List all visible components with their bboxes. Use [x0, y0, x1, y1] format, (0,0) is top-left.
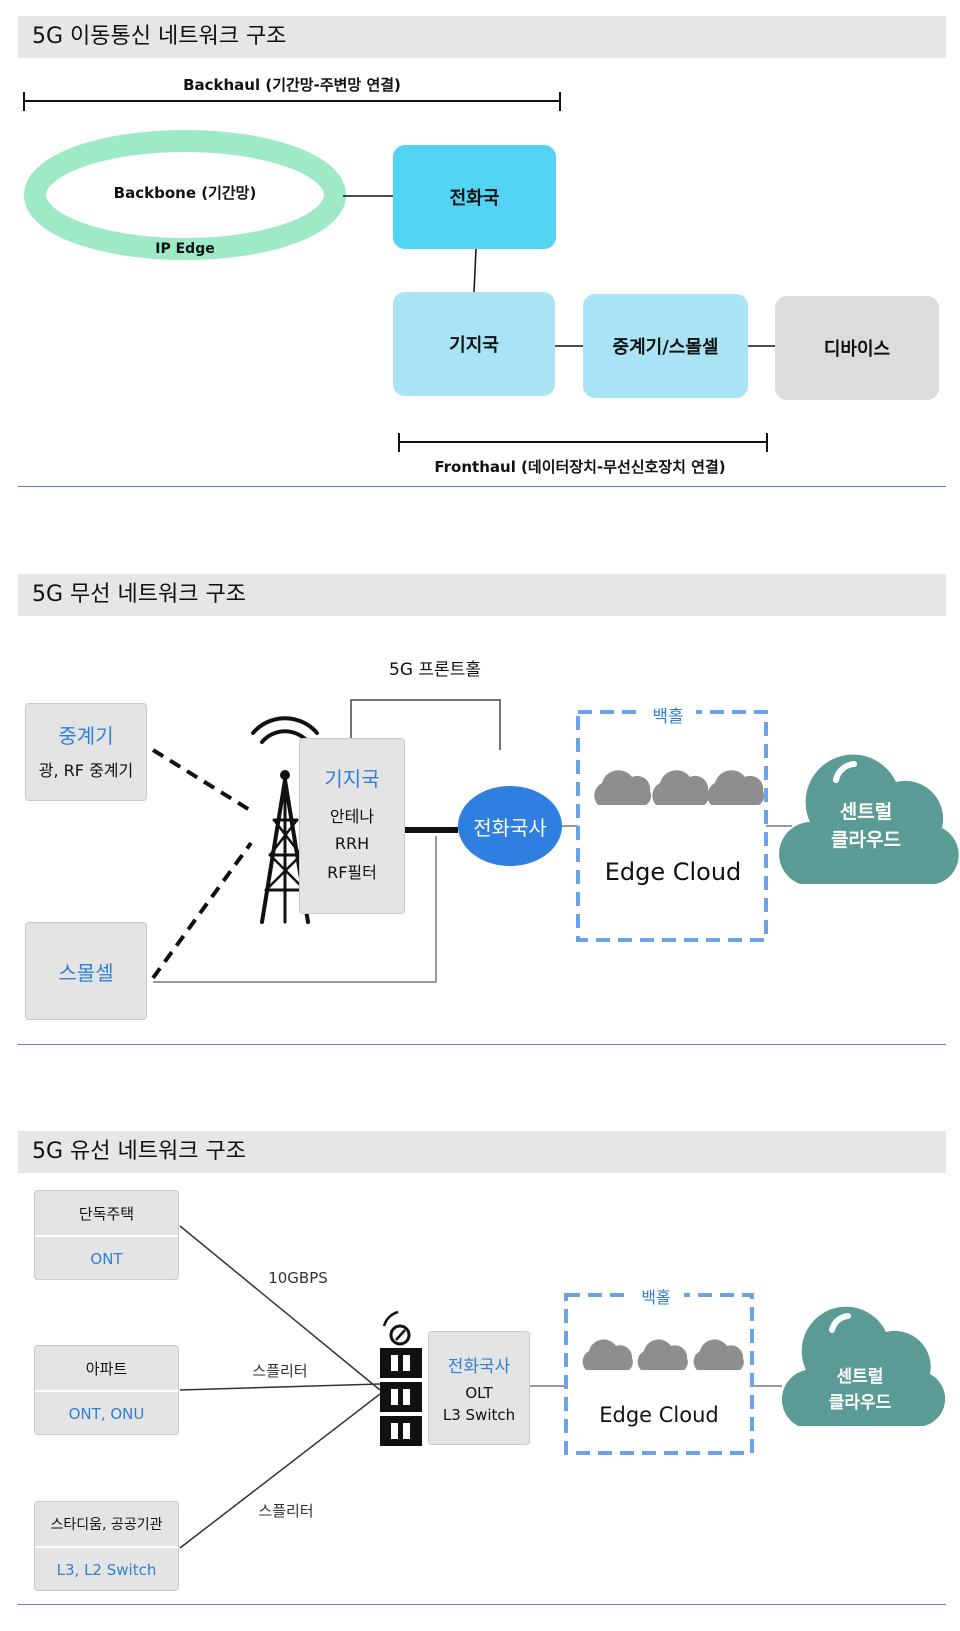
edge-cloud-icons-2	[594, 770, 765, 805]
base-station-line-antenna: 안테나	[329, 807, 375, 826]
home-panel-apartment: 아파트 ONT, ONU	[34, 1345, 179, 1435]
cell-tower-icon	[251, 716, 319, 924]
base-station-title: 기지국	[324, 766, 380, 791]
backhaul-label-3: 백홀	[641, 1288, 671, 1307]
home-panel-stadium: 스타디움, 공공기관 L3, L2 Switch	[34, 1501, 179, 1591]
base-station-node: 기지국	[393, 292, 555, 396]
central-cloud-line1-2: 센트럴	[839, 800, 893, 823]
smallcell-panel: 스몰셀	[25, 922, 147, 1020]
base-station-line-rrh: RRH	[334, 833, 370, 853]
home-sub-apartment: ONT, ONU	[68, 1405, 145, 1423]
section1-divider	[18, 486, 946, 487]
section1-header: 5G 이동통신 네트워크 구조	[18, 16, 946, 58]
central-office-node: 전화국	[393, 145, 556, 249]
smallcell-title: 스몰셀	[58, 960, 114, 985]
splitter-label-2: 스플리터	[258, 1501, 314, 1520]
office-line-olt: OLT	[465, 1384, 493, 1402]
home-panel-house: 단독주택 ONT	[34, 1190, 179, 1280]
section3-divider	[18, 1604, 946, 1605]
home-title-apartment: 아파트	[35, 1346, 178, 1392]
central-cloud-icon-2	[779, 754, 959, 884]
repeater-smallcell-node: 중계기/스몰셀	[583, 294, 748, 398]
central-cloud-line2-2: 클라우드	[831, 828, 901, 851]
central-office-circle: 전화국사	[458, 786, 562, 866]
base-station-panel: 기지국 안테나 RRH RF필터	[299, 738, 405, 914]
device-node: 디바이스	[775, 296, 939, 400]
splitter-label-1: 스플리터	[252, 1361, 308, 1380]
central-cloud-line2-3: 클라우드	[828, 1392, 892, 1413]
repeater-sub: 광, RF 중계기	[38, 761, 134, 780]
home-title-house: 단독주택	[35, 1191, 178, 1237]
server-rack-icon	[380, 1310, 422, 1446]
office-panel: 전화국사 OLT L3 Switch	[428, 1331, 530, 1445]
office-line-l3: L3 Switch	[442, 1406, 516, 1424]
speed-label: 10GBPS	[268, 1269, 328, 1287]
section2-divider	[18, 1044, 946, 1045]
section3-header: 5G 유선 네트워크 구조	[18, 1131, 946, 1173]
edge-cloud-label-3: Edge Cloud	[599, 1403, 719, 1427]
base-station-line-rf-filter: RF필터	[327, 863, 377, 882]
office-title: 전화국사	[447, 1356, 511, 1377]
home-title-stadium: 스타디움, 공공기관	[35, 1502, 178, 1548]
repeater-title: 중계기	[58, 723, 114, 748]
repeater-panel: 중계기 광, RF 중계기	[25, 703, 147, 801]
central-cloud-line1-3: 센트럴	[836, 1366, 884, 1387]
section2-header: 5G 무선 네트워크 구조	[18, 574, 946, 616]
home-sub-house: ONT	[90, 1250, 123, 1268]
backhaul-label: Backhaul (기간망-주변망 연결)	[183, 75, 401, 94]
backhaul-label-2: 백홀	[652, 706, 684, 727]
edge-cloud-label-2: Edge Cloud	[604, 858, 742, 886]
fronthaul-5g-label: 5G 프론트홀	[389, 659, 481, 680]
ip-edge-label: IP Edge	[155, 241, 215, 257]
backbone-label: Backbone (기간망)	[113, 183, 257, 202]
central-cloud-icon-3	[781, 1306, 946, 1426]
edge-cloud-icons-3	[582, 1339, 744, 1370]
fronthaul-label: Fronthaul (데이터장치-무선신호장치 연결)	[434, 457, 726, 476]
home-sub-stadium: L3, L2 Switch	[56, 1561, 157, 1579]
